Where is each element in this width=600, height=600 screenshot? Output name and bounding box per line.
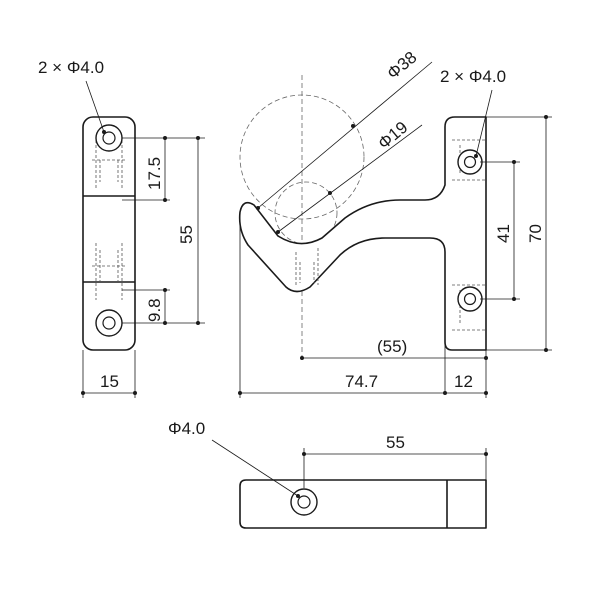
dim-41-label: 41: [494, 224, 513, 243]
dim-74-7-label: 74.7: [345, 372, 378, 391]
front-view: 2 × Φ4.0 17.5 55 9.8 15: [38, 58, 205, 398]
front-hole-callout: 2 × Φ4.0: [38, 58, 104, 77]
dim-12-label: 12: [454, 372, 473, 391]
side-top-hole: [457, 149, 483, 175]
dim-70-label: 70: [526, 224, 545, 243]
dim-9-8-label: 9.8: [145, 298, 164, 322]
dim-17-5-label: 17.5: [145, 157, 164, 190]
front-top-hole: [95, 124, 123, 152]
side-hole-callout: 2 × Φ4.0: [440, 67, 506, 86]
dim-55-ref-label: (55): [377, 337, 407, 356]
dia-19-label: Φ19: [374, 118, 411, 153]
top-hole: [290, 488, 318, 516]
top-view-body: [239, 479, 487, 529]
top-view: Φ4.0 55: [168, 419, 488, 529]
dia-38-label: Φ38: [383, 48, 420, 83]
side-bottom-hole: [457, 286, 483, 312]
front-bottom-hole: [95, 309, 123, 337]
hook-profile: [238, 116, 487, 351]
side-view: Φ38 Φ19 2 × Φ4.0 41 70 (55): [238, 48, 552, 398]
dim-15-label: 15: [100, 372, 119, 391]
dim-55-front-label: 55: [177, 225, 196, 244]
dim-55-top-label: 55: [386, 433, 405, 452]
top-hole-callout: Φ4.0: [168, 419, 205, 438]
